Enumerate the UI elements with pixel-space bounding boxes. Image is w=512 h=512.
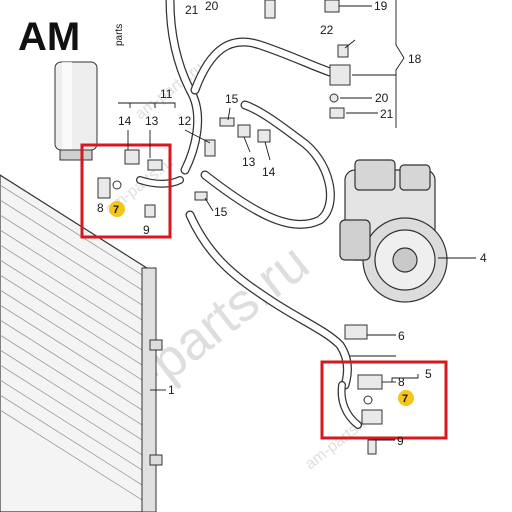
part-label: 14 <box>262 165 276 179</box>
part-label: 13 <box>145 114 159 128</box>
logo: AM parts <box>18 15 125 59</box>
part-top-sensor <box>264 0 276 19</box>
part-label: 18 <box>408 52 422 66</box>
part-label: 12 <box>178 114 192 128</box>
part-22 <box>337 44 349 58</box>
part-label: 8 <box>97 201 104 215</box>
condenser <box>0 174 163 512</box>
part-label: 9 <box>143 223 150 237</box>
part-19 <box>324 0 340 13</box>
callout-label: 7 <box>402 393 408 405</box>
part-label: 5 <box>425 367 432 381</box>
part-20 <box>329 93 339 103</box>
leader-lines <box>118 0 476 441</box>
logo-brand: AM <box>18 15 80 59</box>
part-label: 8 <box>398 375 405 389</box>
part-13-right <box>237 124 251 138</box>
part-labels: 19 20 21 22 18 20 21 11 14 13 12 15 13 1… <box>97 0 487 448</box>
highlight-box-upper <box>80 143 172 239</box>
part-12 <box>204 139 216 157</box>
receiver-drier <box>54 61 98 161</box>
highlight-box-lower <box>320 360 448 455</box>
part-label: 1 <box>168 383 175 397</box>
part-label: 11 <box>160 87 173 101</box>
part-label: 14 <box>118 114 132 128</box>
part-label: 19 <box>374 0 388 13</box>
part-label: 20 <box>375 91 389 105</box>
part-label: 15 <box>214 205 228 219</box>
part-21 <box>329 107 345 119</box>
part-6 <box>344 324 368 340</box>
part-label: 22 <box>320 23 334 37</box>
part-label: 9 <box>397 434 404 448</box>
part-label: 21 <box>185 3 199 17</box>
part-label: 20 <box>205 0 219 13</box>
compressor <box>339 159 448 303</box>
logo-suffix: parts <box>114 24 125 46</box>
part-label: 4 <box>480 251 487 265</box>
callout-marker <box>109 201 125 217</box>
callout-label: 7 <box>113 204 119 216</box>
callout-marker <box>398 390 414 406</box>
part-label: 6 <box>398 329 405 343</box>
part-14-right <box>257 129 271 143</box>
part-label: 13 <box>242 155 256 169</box>
part-15-top <box>219 117 235 127</box>
part-15-mid <box>194 191 208 201</box>
part-label: 15 <box>225 92 239 106</box>
part-bracket-18 <box>329 64 351 86</box>
highlight-callouts: 7 7 <box>109 201 414 406</box>
part-label: 21 <box>380 107 394 121</box>
small-parts <box>194 0 368 340</box>
